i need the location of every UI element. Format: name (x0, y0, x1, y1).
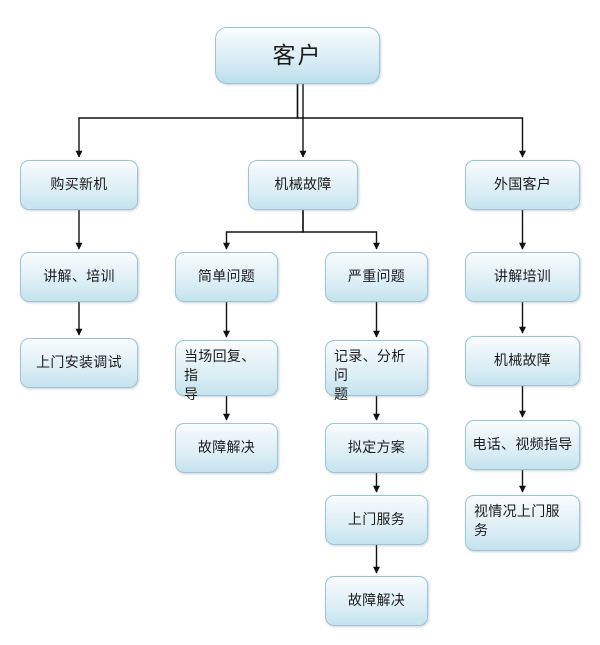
flow-node-r2[interactable]: 讲解培训 (465, 252, 580, 302)
edge-root-to-buy-new-machine (75, 84, 299, 158)
flow-node-l2[interactable]: 讲解、培训 (20, 252, 138, 302)
flow-node-label: 电话、视频指导 (472, 436, 573, 453)
flow-node-m4b[interactable]: 拟定方案 (325, 423, 428, 473)
flow-node-label: 机械故障 (493, 352, 552, 369)
flow-node-m6b[interactable]: 故障解决 (325, 576, 428, 626)
edge-mechanical-failure-to-simple-problem (223, 210, 304, 250)
flow-node-label: 严重问题 (347, 268, 406, 285)
flow-node-label: 当场回复、指 导 (184, 349, 256, 403)
flow-node-m2b[interactable]: 严重问题 (325, 252, 428, 302)
flow-node-label: 购买新机 (50, 176, 108, 193)
flow-node-label: 故障解决 (197, 439, 256, 456)
flow-node-label: 记录、分析问 题 (334, 349, 406, 403)
flow-node-label: 拟定方案 (347, 439, 406, 456)
flow-node-label: 客户 (272, 42, 323, 69)
flow-node-label: 讲解培训 (493, 268, 552, 285)
flow-node-m4a[interactable]: 故障解决 (175, 423, 278, 473)
edge-mechanical-failure-to-serious-problem (302, 210, 380, 250)
flow-node-l1[interactable]: 购买新机 (20, 160, 138, 210)
flow-node-m2a[interactable]: 简单问题 (175, 252, 278, 302)
flow-node-m3b[interactable]: 记录、分析问 题 (325, 340, 428, 403)
flow-node-m1[interactable]: 机械故障 (248, 160, 358, 210)
flow-node-m3a[interactable]: 当场回复、指 导 (175, 340, 278, 403)
flow-node-label: 故障解决 (347, 592, 406, 609)
flow-node-root[interactable]: 客户 (215, 27, 380, 84)
flow-node-label: 简单问题 (197, 268, 256, 285)
flow-node-l3[interactable]: 上门安装调试 (20, 338, 138, 388)
flow-node-label: 上门服务 (347, 511, 406, 528)
flow-node-label: 外国客户 (493, 176, 552, 193)
flow-node-r5[interactable]: 视情况上门服 务 (465, 495, 580, 551)
flow-node-r4[interactable]: 电话、视频指导 (465, 420, 580, 470)
flow-node-label: 讲解、培训 (43, 268, 115, 285)
flow-node-m5b[interactable]: 上门服务 (325, 495, 428, 545)
flow-node-label: 机械故障 (274, 176, 332, 193)
flow-node-r3[interactable]: 机械故障 (465, 336, 580, 386)
flow-node-label: 上门安装调试 (36, 354, 122, 371)
flow-node-r1[interactable]: 外国客户 (465, 160, 580, 210)
edge-root-to-foreign-customer (296, 84, 526, 158)
flow-node-label: 视情况上门服 务 (474, 504, 560, 539)
